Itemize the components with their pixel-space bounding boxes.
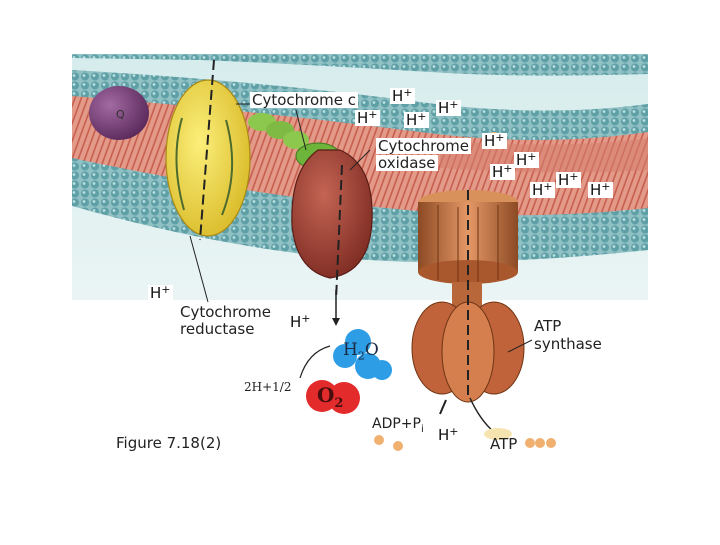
proton-12: H+ — [288, 314, 313, 330]
cytochrome-reductase-complex — [166, 80, 250, 236]
cytochrome-reductase-label-line2: reductase — [180, 321, 254, 337]
proton-9: H+ — [530, 182, 555, 198]
figure-caption: Figure 7.18(2) — [116, 434, 221, 452]
cytochrome-reductase-label-line1: Cytochrome — [180, 304, 271, 320]
atp-synthase-label-line1: ATP — [534, 318, 561, 334]
proton-4: H+ — [404, 112, 429, 128]
proton-1: H+ — [390, 88, 415, 104]
proton-3: H+ — [355, 110, 380, 126]
proton-13: H+ — [436, 427, 461, 443]
ubiquinone-label: Q — [116, 108, 125, 121]
oxygen-label: O2 — [317, 385, 343, 414]
cytochrome-oxidase-label-line1: Cytochrome — [376, 138, 471, 154]
cytochrome-c-label: Cytochrome c — [250, 92, 358, 108]
proton-2: H+ — [436, 100, 461, 116]
proton-5: H+ — [482, 133, 507, 149]
water-label: H2O — [343, 342, 379, 364]
proton-11: H+ — [148, 285, 173, 301]
atp-synthase-label-line2: synthase — [534, 336, 602, 352]
cytochrome-oxidase-label-line2: oxidase — [376, 155, 438, 171]
cytochrome-oxidase-complex — [292, 150, 372, 278]
proton-10: H+ — [588, 182, 613, 198]
half-reaction-label: 2H+1/2 — [244, 380, 291, 394]
atp-product-label: ATP — [490, 436, 517, 452]
adp-pi-label: ADP+Pi — [372, 416, 424, 435]
proton-6: H+ — [514, 152, 539, 168]
proton-8: H+ — [556, 172, 581, 188]
proton-7: H+ — [490, 164, 515, 180]
